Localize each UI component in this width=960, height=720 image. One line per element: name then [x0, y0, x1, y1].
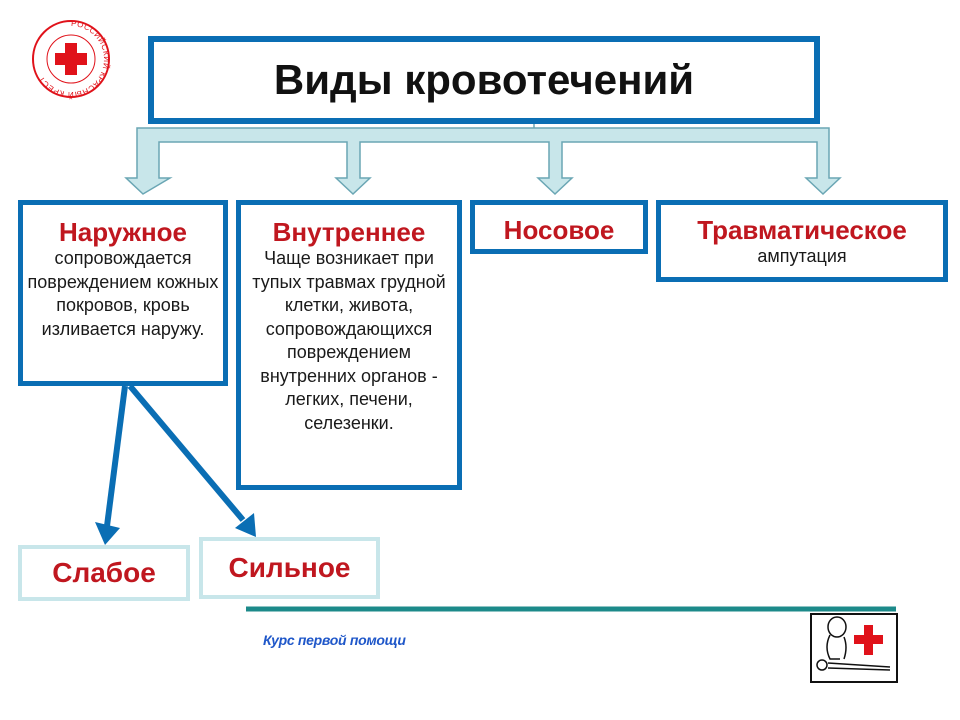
arrow-to-strong — [127, 384, 246, 522]
red-cross-logo-icon: РОССИЙСКИЙ КРАСНЫЙ КРЕСТ — [32, 19, 110, 99]
type-title: Наружное — [58, 217, 188, 247]
type-title: Носовое — [503, 215, 615, 245]
severity-label: Слабое — [52, 557, 156, 588]
severity-box-weak: Слабое — [18, 545, 190, 601]
arrow-to-weak — [104, 385, 128, 527]
type-box-external: Наружное сопровождается повреждением кож… — [18, 200, 228, 386]
type-box-nasal: Носовое — [470, 200, 648, 254]
title-box: Виды кровотечений — [148, 36, 820, 124]
severity-box-strong: Сильное — [199, 537, 380, 599]
footer-course-title: Курс первой помощи — [263, 632, 406, 648]
type-description: сопровождается повреждением кожных покро… — [27, 248, 219, 339]
type-description: ампутация — [757, 246, 847, 266]
type-title: Травматическое — [697, 215, 907, 245]
page-title: Виды кровотечений — [273, 56, 695, 103]
type-box-internal: Внутреннее Чаще возникает при тупых трав… — [236, 200, 462, 490]
arrowhead-to-strong — [235, 513, 256, 537]
branch-connector-arrows — [124, 124, 842, 196]
severity-label: Сильное — [228, 552, 351, 583]
type-title: Внутреннее — [272, 217, 426, 247]
type-box-traumatic: Травматическое ампутация — [656, 200, 948, 282]
type-description: Чаще возникает при тупых травмах грудной… — [252, 248, 446, 433]
cpr-red-cross-icon — [810, 613, 898, 683]
arrowhead-to-weak — [95, 522, 120, 545]
